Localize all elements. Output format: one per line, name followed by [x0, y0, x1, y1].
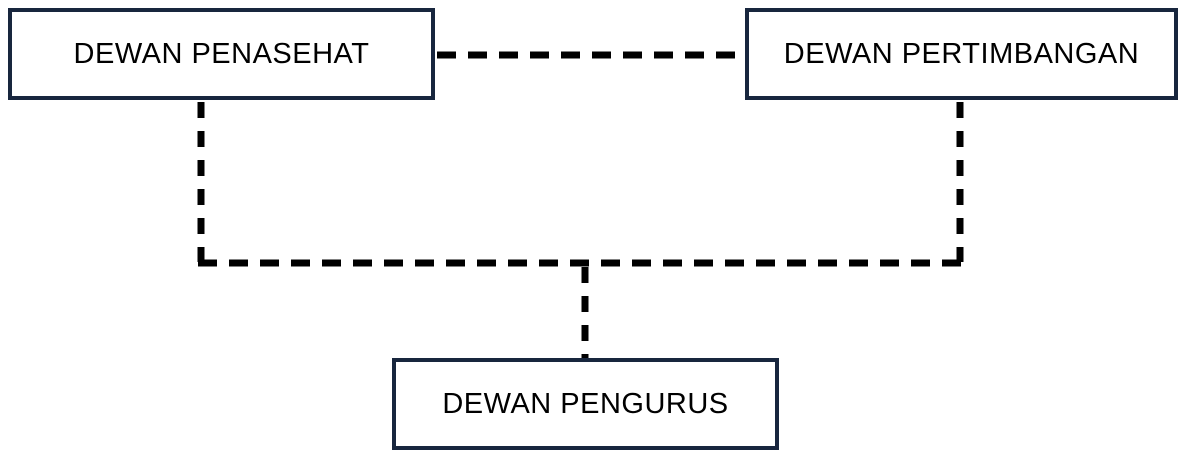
box-dewan-pengurus: DEWAN PENGURUS [392, 358, 779, 450]
box-dewan-pertimbangan-label: DEWAN PERTIMBANGAN [783, 37, 1140, 70]
box-dewan-penasehat-label: DEWAN PENASEHAT [73, 37, 370, 70]
box-dewan-pengurus-label: DEWAN PENGURUS [442, 387, 729, 420]
box-dewan-penasehat: DEWAN PENASEHAT [8, 8, 435, 100]
box-dewan-pertimbangan: DEWAN PERTIMBANGAN [745, 8, 1178, 100]
